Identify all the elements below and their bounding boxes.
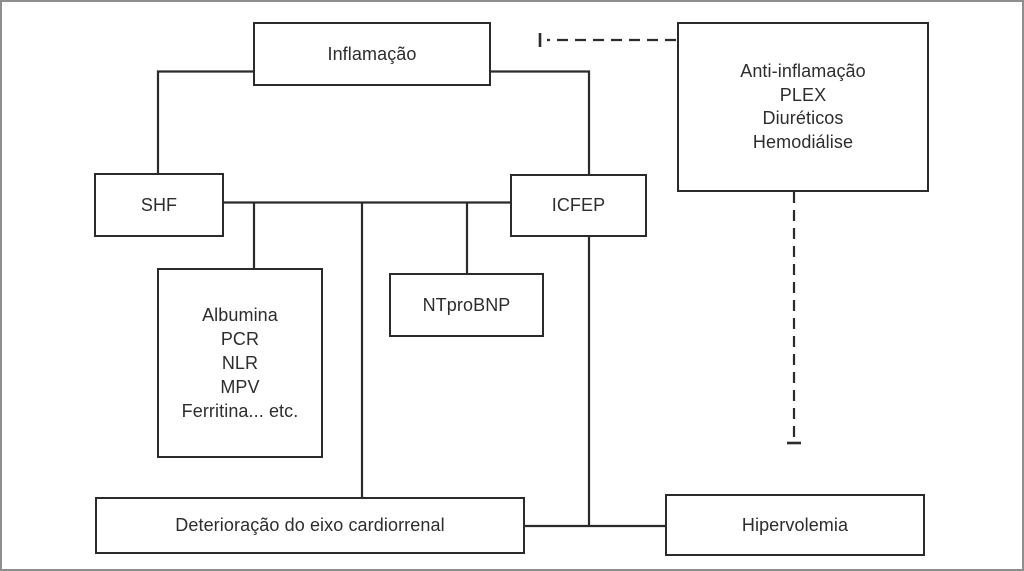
node-cardiorenal-deterioration: Deterioração do eixo cardiorrenal bbox=[95, 497, 525, 554]
node-shf: SHF bbox=[94, 173, 224, 237]
node-inflamacao-label: Inflamação bbox=[327, 43, 417, 64]
node-icfep: ICFEP bbox=[510, 174, 647, 237]
node-shf-label: SHF bbox=[140, 194, 178, 215]
node-hypervolemia-label: Hipervolemia bbox=[741, 514, 849, 535]
node-inflammation-biomarkers-label: Albumina PCR NLR MPV Ferritina... etc. bbox=[181, 305, 299, 421]
connector-inflamacao-shf bbox=[156, 70, 253, 173]
node-ntprobnp: NTproBNP bbox=[389, 273, 544, 337]
node-ntprobnp-label: NTproBNP bbox=[422, 294, 511, 315]
node-cardiorenal-deterioration-label: Deterioração do eixo cardiorrenal bbox=[175, 515, 445, 535]
node-anti-inflammation-therapies: Anti-inflamação PLEX Diuréticos Hemodiál… bbox=[677, 22, 929, 192]
node-hypervolemia: Hipervolemia bbox=[665, 494, 925, 556]
node-anti-inflammation-therapies-label: Anti-inflamação PLEX Diuréticos Hemodiál… bbox=[740, 61, 866, 152]
node-icfep-label: ICFEP bbox=[551, 195, 606, 215]
node-inflammation-biomarkers: Albumina PCR NLR MPV Ferritina... etc. bbox=[157, 268, 323, 458]
connector-inflamacao-icfep bbox=[491, 70, 591, 174]
node-inflamacao: Inflamação bbox=[253, 22, 491, 86]
